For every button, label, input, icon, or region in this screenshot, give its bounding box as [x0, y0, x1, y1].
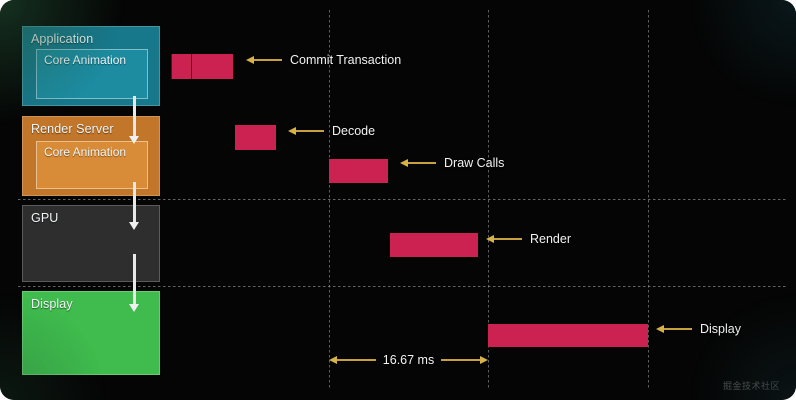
measure-arrow-left-icon: [329, 356, 337, 364]
grid-vline-2: [648, 10, 649, 390]
lane-title-gpu: GPU: [31, 211, 59, 225]
flow-arrow-stem: [133, 182, 136, 223]
callout-arrow-head-icon: [288, 127, 296, 135]
commit-transaction-bar: [171, 54, 233, 79]
lane-title-application: Application: [31, 32, 94, 46]
callout-label-decode: Decode: [332, 124, 376, 138]
callout-render: Render: [486, 232, 571, 246]
inner-label-application: Core Animation: [44, 53, 127, 67]
callout-arrow-head-icon: [486, 235, 494, 243]
callout-arrow-shaft: [408, 162, 436, 164]
callout-arrow-head-icon: [400, 159, 408, 167]
flow-arrow-head-icon: [129, 222, 139, 230]
measure-shaft-right: [441, 359, 481, 361]
callout-label-render: Render: [530, 232, 571, 246]
callout-arrow-shaft: [494, 238, 522, 240]
lane-gpu: GPU: [22, 205, 160, 282]
bar-segment-divider: [191, 54, 192, 79]
callout-draw-calls: Draw Calls: [400, 156, 504, 170]
callout-label-draw-calls: Draw Calls: [444, 156, 505, 170]
callout-commit-transaction: Commit Transaction: [246, 53, 401, 67]
callout-arrow-shaft: [254, 59, 282, 61]
display-bar: [488, 324, 648, 347]
measure-label: 16.67 ms: [382, 353, 435, 367]
callout-label-display: Display: [700, 322, 741, 336]
draw-calls-bar: [329, 159, 388, 183]
flow-arrow-application-to-render-server: [129, 96, 139, 144]
inner-box-application: Core Animation: [36, 49, 148, 99]
measure-arrow-right-icon: [480, 356, 489, 364]
render-bar: [390, 233, 478, 257]
decode-bar: [235, 125, 276, 150]
inner-label-render-server: Core Animation: [44, 145, 127, 159]
callout-arrow-head-icon: [656, 325, 664, 333]
flow-arrow-gpu-to-display: [129, 254, 139, 312]
flow-arrow-head-icon: [129, 136, 139, 144]
callout-display: Display: [656, 322, 741, 336]
lane-title-display: Display: [31, 297, 73, 311]
flow-arrow-stem: [133, 96, 136, 137]
callout-label-commit-transaction: Commit Transaction: [290, 53, 402, 67]
frame-duration-measure: 16.67 ms: [329, 353, 489, 367]
callout-arrow-shaft: [296, 130, 324, 132]
callout-arrow-head-icon: [246, 56, 254, 64]
flow-arrow-stem: [133, 254, 136, 305]
measure-shaft-left: [337, 359, 376, 361]
watermark: 掘金技术社区: [722, 381, 780, 391]
lane-display: Display: [22, 291, 160, 375]
lane-title-render-server: Render Server: [31, 122, 114, 136]
flow-arrow-render-server-to-gpu: [129, 182, 139, 230]
flow-arrow-head-icon: [129, 304, 139, 312]
grid-vline-0: [329, 10, 330, 390]
callout-decode: Decode: [288, 124, 375, 138]
callout-arrow-shaft: [664, 328, 692, 330]
